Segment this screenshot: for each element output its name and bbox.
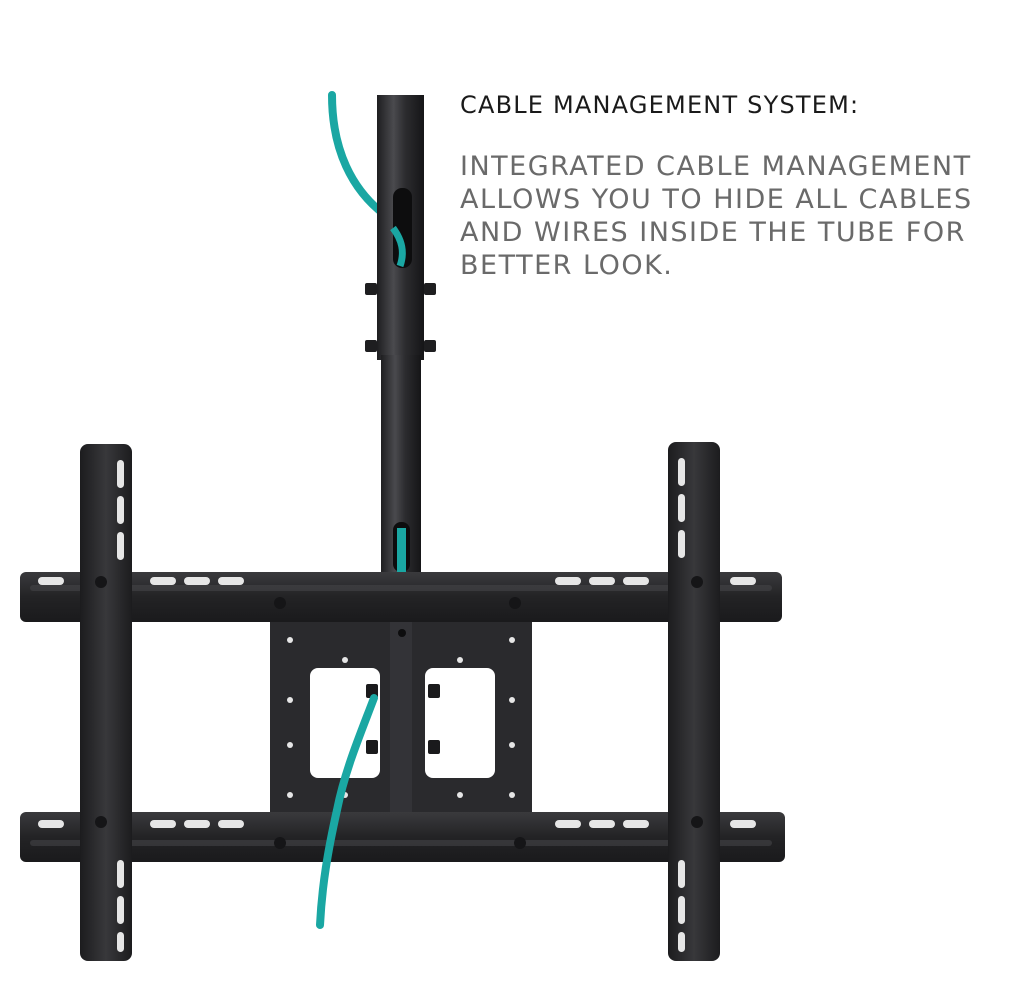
lower-pole	[381, 355, 421, 575]
vertical-arm-left	[80, 444, 132, 961]
cable-bottom	[316, 694, 378, 929]
feature-callout: CABLE MANAGEMENT SYSTEM: INTEGRATED CABL…	[460, 88, 1015, 282]
vertical-arm-right	[668, 442, 720, 961]
pole-bolts	[365, 283, 436, 352]
feature-heading: CABLE MANAGEMENT SYSTEM:	[460, 91, 860, 119]
upper-pole	[377, 95, 424, 360]
feature-description: INTEGRATED CABLE MANAGEMENT ALLOWS YOU T…	[460, 151, 973, 281]
horizontal-bar-bottom	[20, 812, 785, 862]
horizontal-bar-top	[20, 572, 782, 622]
center-mounting-plate	[270, 622, 532, 812]
